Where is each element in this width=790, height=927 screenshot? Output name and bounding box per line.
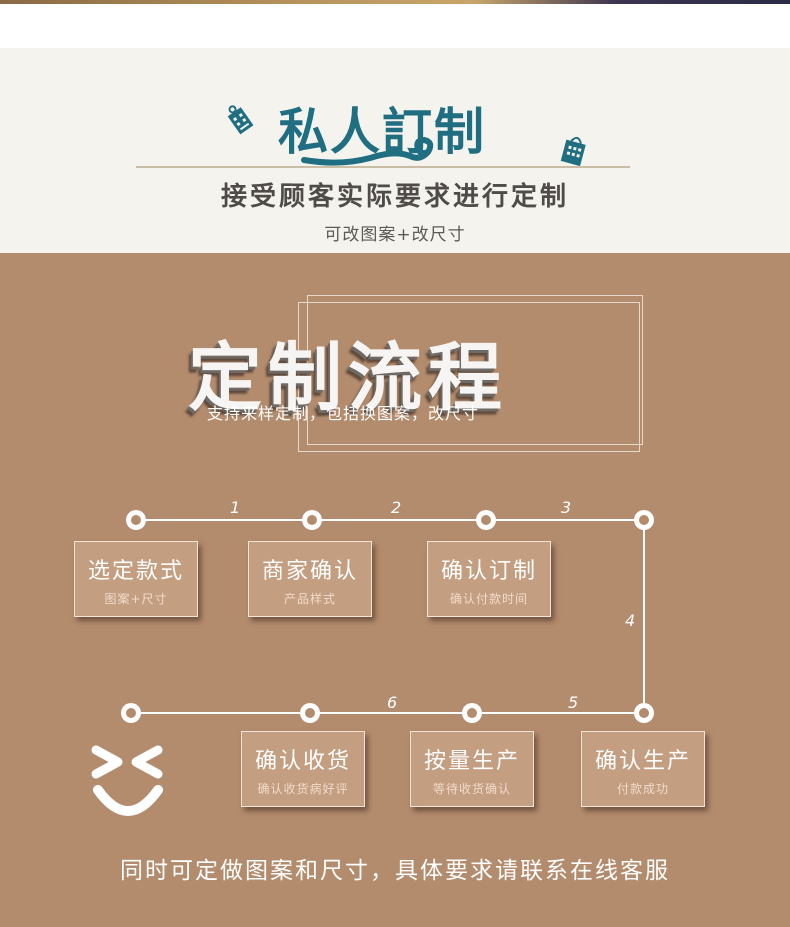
step-number: 2 — [391, 498, 402, 517]
step-box-mass-production: 按量生产 等待收货确认 — [410, 731, 534, 807]
flow-node — [126, 510, 146, 530]
step-label: 商家确认 — [261, 559, 358, 584]
step-sublabel: 确认收货病好评 — [257, 782, 349, 796]
header-subtitle: 接受顾客实际要求进行定制 — [220, 182, 569, 212]
step-sublabel: 等待收货确认 — [432, 782, 511, 796]
step-label: 按量生产 — [423, 749, 520, 774]
step-box-confirm-production: 确认生产 付款成功 — [581, 731, 705, 807]
step-box-confirm-receipt: 确认收货 确认收货病好评 — [241, 731, 365, 807]
step-sublabel: 产品样式 — [283, 592, 336, 606]
step-number: 3 — [561, 498, 572, 517]
smiley-face-icon — [91, 745, 163, 816]
step-label: 确认收货 — [254, 749, 351, 774]
header-note: 可改图案+改尺寸 — [324, 225, 466, 245]
shopping-tag-icon — [556, 132, 592, 172]
footer-note: 同时可定做图案和尺寸，具体要求请联系在线客服 — [120, 858, 670, 884]
divider-line — [136, 166, 630, 168]
flow-node — [462, 703, 482, 723]
flow-line-top — [136, 519, 644, 521]
step-label: 确认生产 — [594, 749, 691, 774]
step-label: 确认订制 — [440, 559, 537, 584]
step-label: 选定款式 — [87, 559, 184, 584]
process-title: 定制流程 — [188, 335, 508, 421]
title-frame — [307, 295, 643, 445]
flow-node — [300, 703, 320, 723]
step-sublabel: 确认付款时间 — [449, 592, 528, 606]
flow-node — [302, 510, 322, 530]
step-sublabel: 付款成功 — [616, 782, 669, 796]
flow-line-right — [643, 520, 645, 713]
swirl-ornament — [301, 136, 434, 166]
flow-node — [121, 703, 141, 723]
flow-node — [634, 703, 654, 723]
flow-node — [634, 510, 654, 530]
step-number: 6 — [387, 693, 398, 712]
custom-title: 私人訂制 — [278, 102, 486, 161]
flow-line-bottom — [131, 712, 644, 714]
step-box-select-style: 选定款式 图案+尺寸 — [74, 541, 198, 617]
flow-node — [476, 510, 496, 530]
step-number: 1 — [230, 498, 241, 517]
title-frame-offset — [298, 302, 640, 452]
top-banner-strip — [0, 0, 790, 4]
step-box-merchant-confirm: 商家确认 产品样式 — [248, 541, 372, 617]
shopping-tag-icon — [222, 102, 258, 142]
step-number: 5 — [568, 693, 579, 712]
step-number: 4 — [625, 611, 636, 630]
step-sublabel: 图案+尺寸 — [104, 592, 168, 606]
process-subtitle: 支持来样定制，包括换图案，改尺寸 — [207, 404, 480, 423]
step-box-confirm-order: 确认订制 确认付款时间 — [427, 541, 551, 617]
